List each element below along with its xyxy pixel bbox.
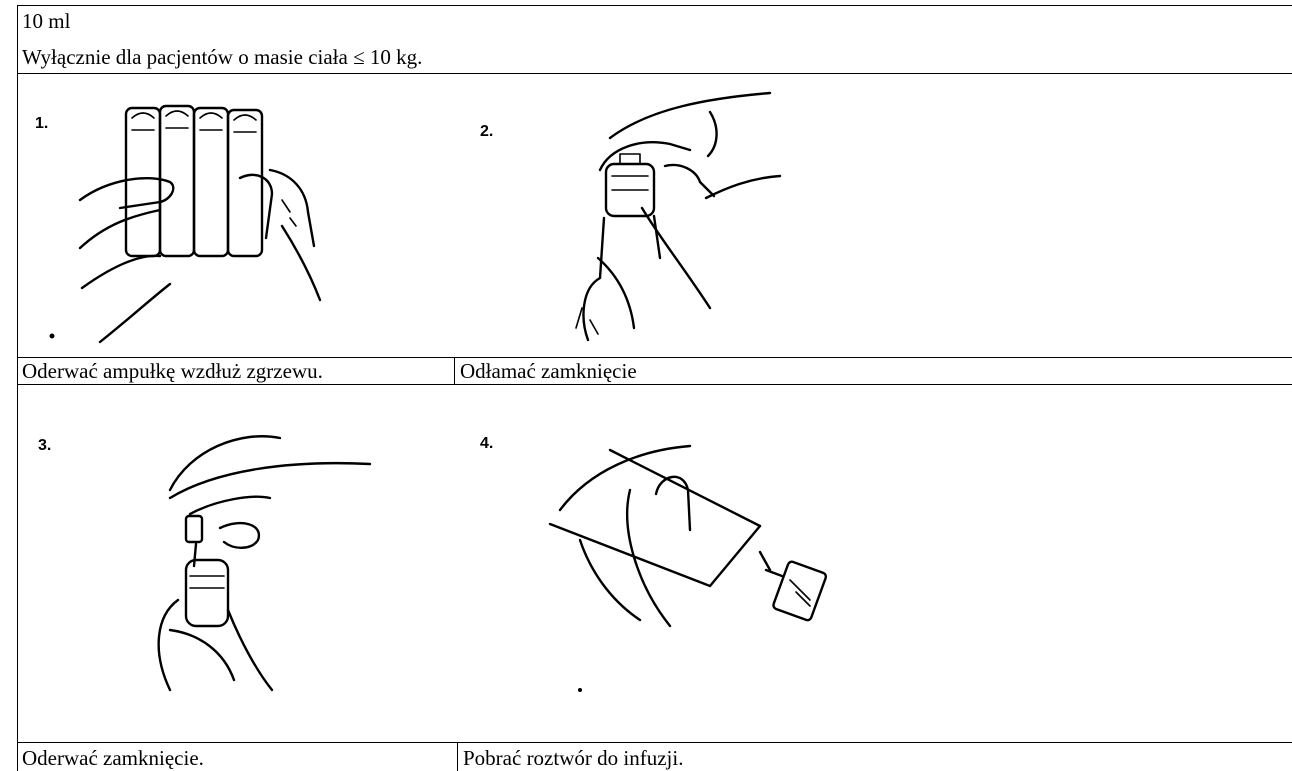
row-divider [17,742,1292,743]
step-3-number: 3. [38,437,51,454]
volume-label: 10 ml [22,9,70,33]
row-divider [17,73,1292,74]
row-divider [17,357,1292,358]
step-3-caption: Oderwać zamknięcie. [22,746,204,770]
patient-weight-note: Wyłącznie dla pacjentów o masie ciała ≤ … [22,45,422,69]
column-divider [457,742,458,771]
ampoule-syringe-draw-illustration: 4. [470,390,850,710]
table-border-left [17,5,18,771]
table-border-top [17,5,1292,6]
column-divider [454,357,455,385]
step-1-number: 1. [35,115,48,132]
ampoule-cap-remove-illustration: 3. [20,390,350,710]
step-2-number: 2. [480,123,493,140]
row-divider [17,384,1292,385]
ampoule-cap-break-illustration: 2. [470,78,800,348]
step-4-number: 4. [480,435,493,452]
step-2-caption: Odłamać zamknięcie [460,359,637,383]
ampoule-strip-tear-illustration: 1. [20,78,350,348]
step-4-caption: Pobrać roztwór do infuzji. [463,746,683,770]
step-1-caption: Oderwać ampułkę wzdłuż zgrzewu. [22,359,323,383]
